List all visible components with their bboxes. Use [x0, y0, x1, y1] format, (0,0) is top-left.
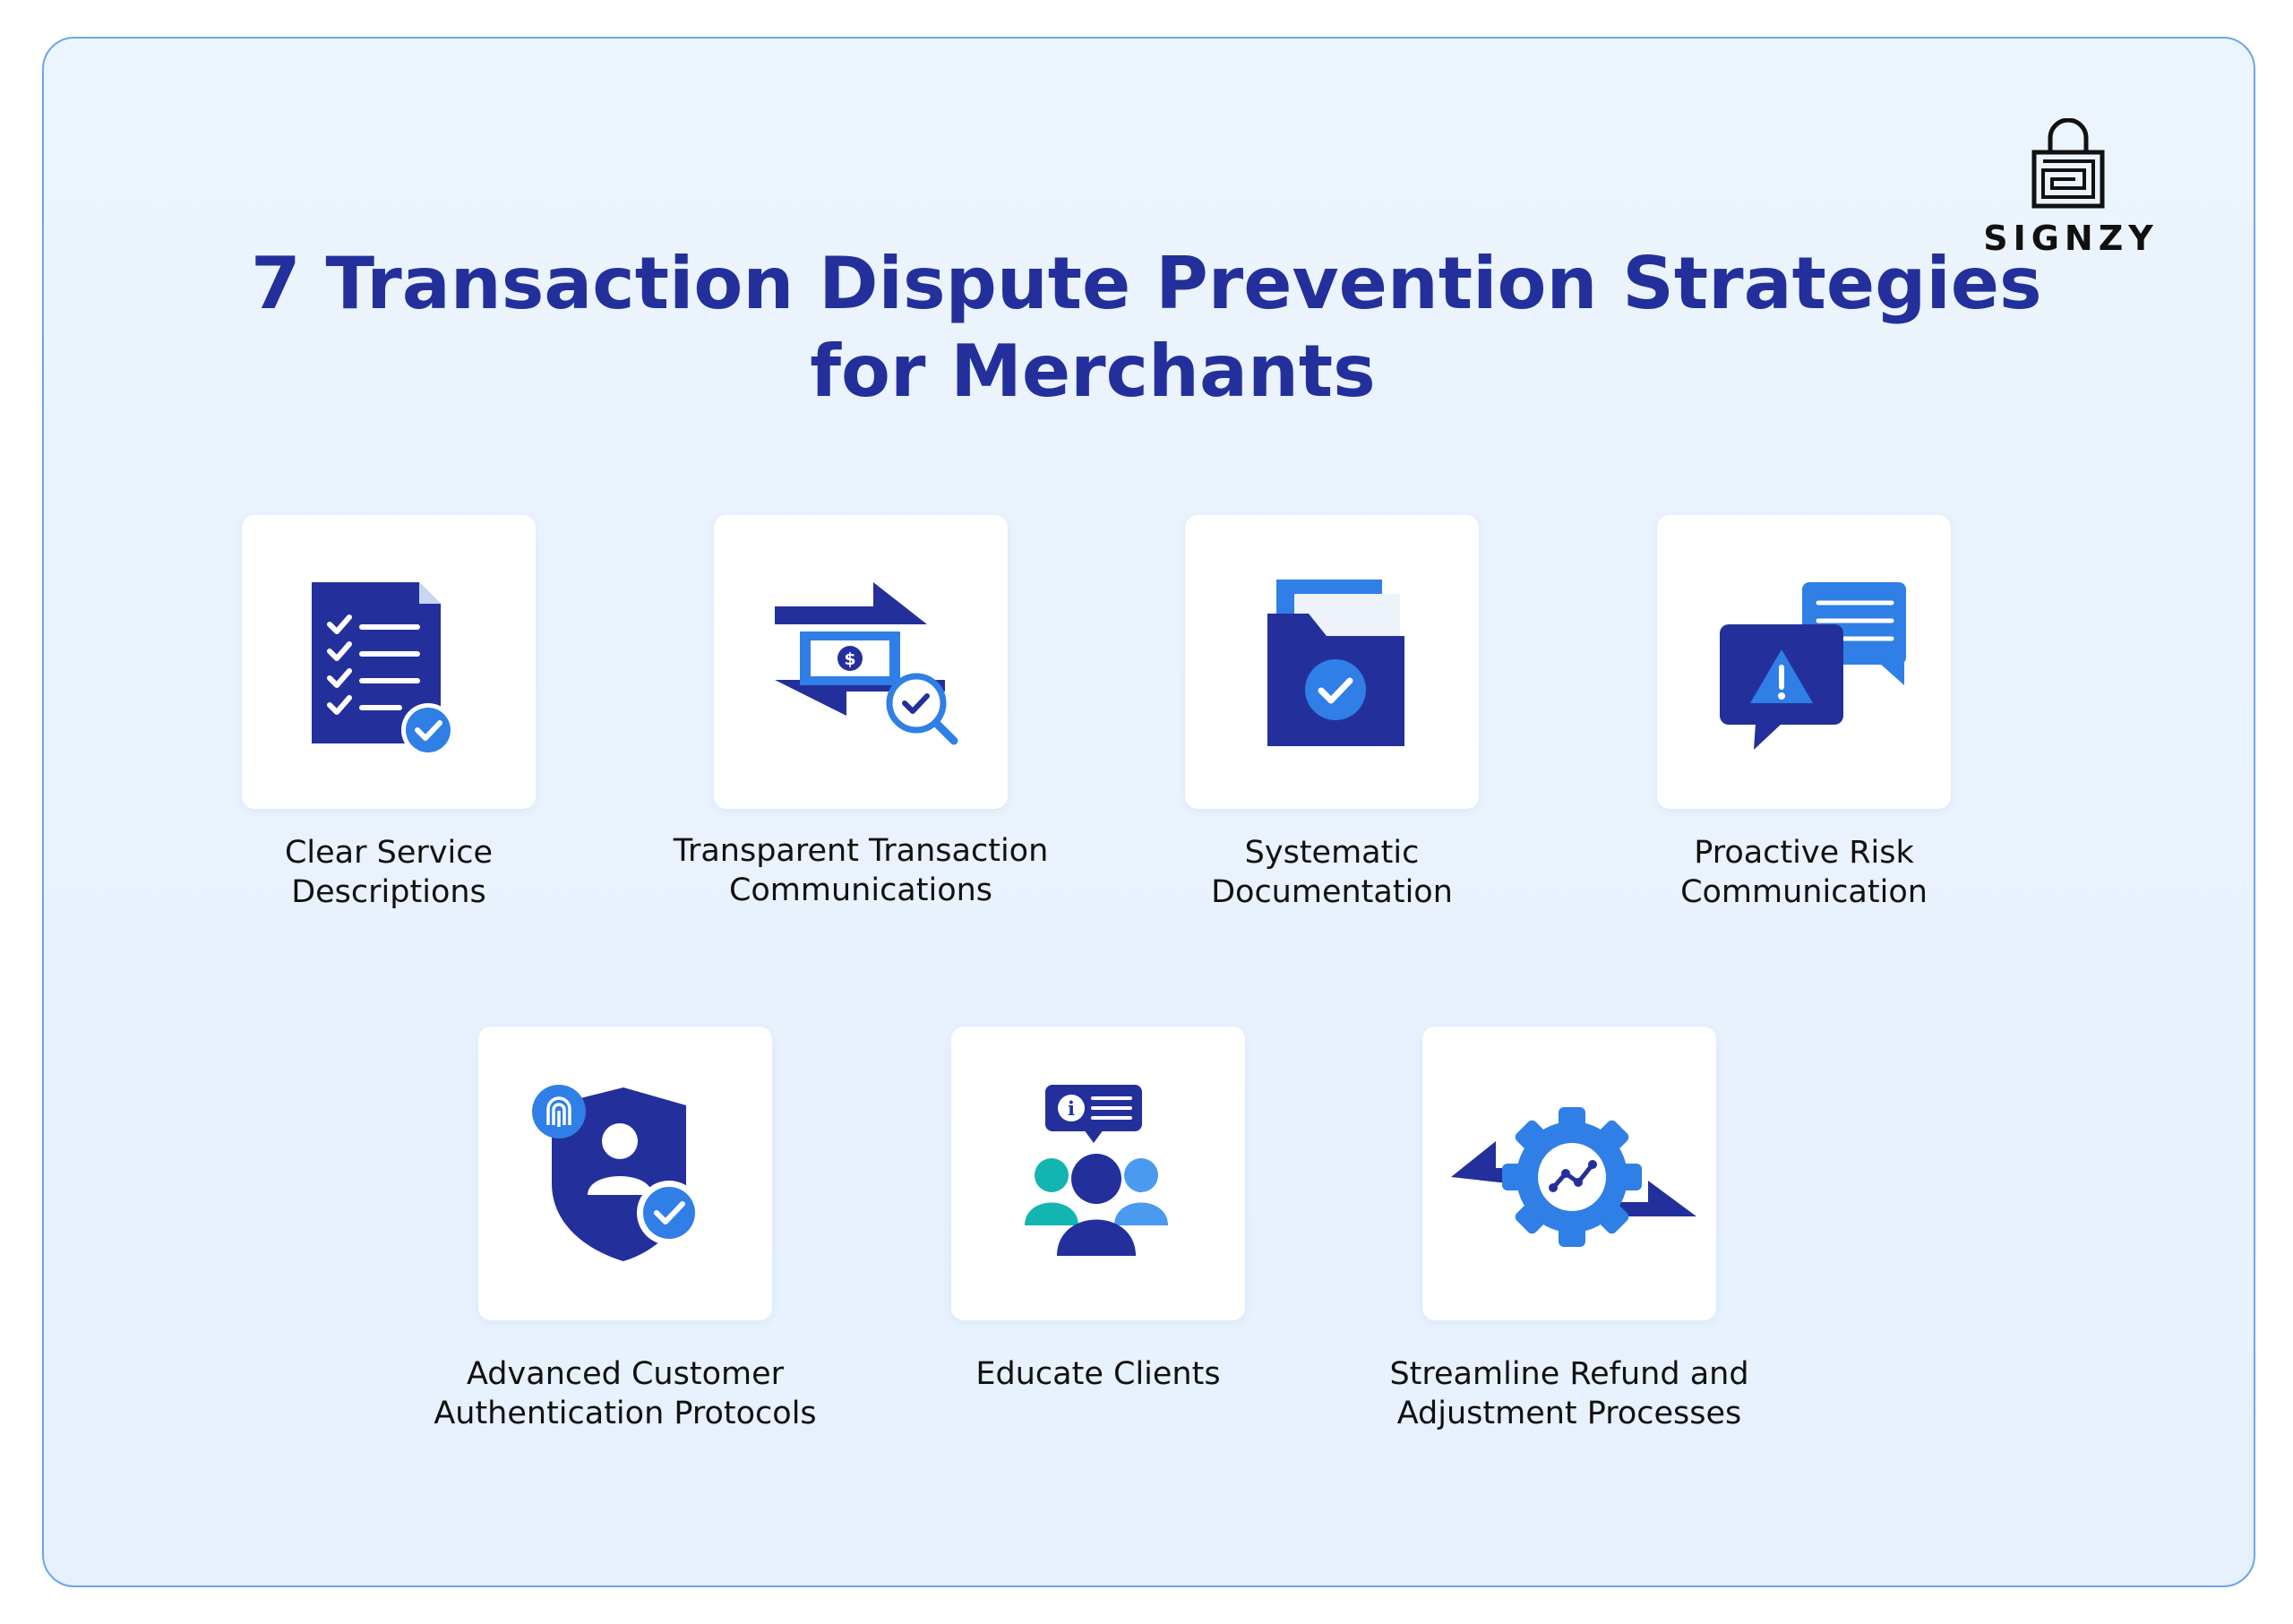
card-streamline-refund-adjustment: [1422, 1027, 1716, 1320]
checklist-document-icon: [312, 582, 455, 757]
card-proactive-risk-communication: [1657, 515, 1951, 809]
padlock-maze-icon: [2031, 118, 2105, 209]
svg-text:$: $: [844, 649, 855, 669]
card-transparent-transaction-communications: $: [714, 515, 1008, 809]
strategy-label: Educate Clients: [975, 1356, 1221, 1392]
title-line-1: 7 Transaction Dispute Prevention Strateg…: [251, 242, 2042, 325]
infographic-panel: [42, 37, 2255, 1587]
warning-chat-icon: [1720, 582, 1906, 750]
title-line-2: for Merchants: [810, 330, 1376, 413]
brand-name: SIGNZY: [1983, 219, 2159, 258]
money-transfer-search-icon: $: [775, 582, 958, 745]
svg-text:i: i: [1068, 1097, 1075, 1120]
gear-arrows-icon: [1451, 1107, 1696, 1247]
card-clear-service-descriptions: [242, 515, 536, 809]
shield-fingerprint-icon: [532, 1085, 701, 1261]
card-systematic-documentation: [1185, 515, 1479, 809]
signzy-logo: SIGNZY: [1963, 118, 2178, 262]
folder-check-icon: [1267, 580, 1404, 746]
page-title: 7 Transaction Dispute Prevention Strateg…: [251, 240, 2042, 416]
card-advanced-customer-authentication: [478, 1027, 772, 1320]
card-educate-clients: i: [951, 1027, 1245, 1320]
group-info-icon: i: [1025, 1085, 1168, 1256]
